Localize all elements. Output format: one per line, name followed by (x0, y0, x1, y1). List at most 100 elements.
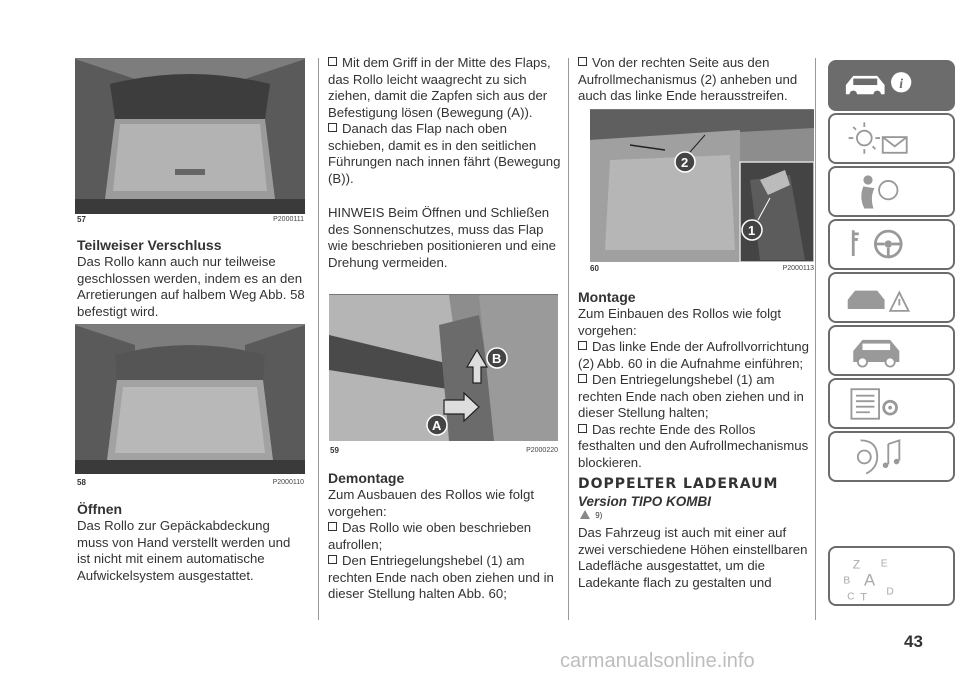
text-line: das Rollo leicht waagrecht zu sich (328, 71, 527, 87)
column-rule-2 (568, 58, 569, 620)
text-line: befestigt wird. (77, 303, 159, 319)
index-letter: E (881, 559, 888, 570)
watermark: carmanualsonline.info (560, 650, 755, 672)
text-line: wie beschrieben positionieren und eine (328, 238, 557, 253)
figure-58-photo (75, 324, 305, 474)
heading-oeffnen: Öffnen (77, 501, 123, 517)
heading-teilweiser-verschluss: Teilweiser Verschluss (77, 237, 222, 253)
index-letter: C (847, 591, 855, 602)
tab-maintenance[interactable] (828, 325, 955, 376)
tab-lights-messages[interactable] (828, 113, 955, 164)
callout-1: 1 (748, 223, 756, 238)
text-line: (2) Abb. 60 in die Aufnahme einführen; (578, 355, 804, 371)
steering-wheel-icon (851, 229, 903, 259)
text-line: ziehen, damit die Zapfen sich aus der (328, 88, 548, 103)
text-line: (B)). (328, 170, 354, 186)
text-line: HINWEIS Beim Öffnen und Schließen (328, 205, 550, 220)
figure-58-number: 58 (77, 478, 86, 487)
paragraph-laderaum: Das Fahrzeug ist auch mit einer auf zwei… (578, 525, 816, 591)
paragraph-demontage: Zum Ausbauen des Rollos wie folgt vorgeh… (328, 487, 568, 603)
bullet-item: Das Rollo wie oben beschrieben (328, 520, 568, 537)
figure-60-number: 60 (590, 264, 599, 273)
text-line: rechten Ende nach oben ziehen und in (578, 388, 804, 404)
alphabetical-index-icon: Z E B A C T D (843, 558, 893, 604)
index-letter: B (843, 575, 850, 586)
text-line: vorgehen: (578, 322, 637, 338)
text-line: Das Fahrzeug ist auch mit einer auf (578, 525, 787, 540)
figure-57-photo (75, 58, 305, 214)
text-line: Ladefläche ausgestattet, um die (578, 558, 765, 573)
paragraph-montage: Zum Einbauen des Rollos wie folgt vorgeh… (578, 306, 816, 471)
callout-a: A (432, 418, 442, 433)
figure-59-photo: B A (329, 294, 558, 441)
reference-note: 9) (580, 510, 602, 520)
tab-multimedia[interactable] (828, 431, 955, 482)
bullet-item: Das linke Ende der Aufrollvorrichtung (578, 339, 816, 356)
paragraph-teilweiser: Das Rollo kann auch nur teilweise geschl… (77, 254, 317, 320)
bullet-item: Mit dem Griff in der Mitte des Flaps, (328, 55, 568, 72)
bullet-item: Den Entriegelungshebel (1) am (578, 372, 816, 389)
reference-number: 9) (595, 511, 603, 520)
text-line: Aufwickelsystem ausgestattet. (77, 567, 254, 583)
text-line: Das Rollo kann auch nur teilweise (77, 254, 276, 269)
figure-57-code: P2000111 (273, 216, 304, 223)
index-letter: A (864, 570, 876, 589)
text-line: Zum Ausbauen des Rollos wie folgt (328, 487, 534, 502)
subheading-version: Version TIPO KOMBI (578, 494, 712, 509)
tab-vehicle-info[interactable]: i (828, 60, 955, 111)
text-line: dieser Stellung halten Abb. 60; (328, 586, 507, 601)
figure-60-code: P2000113 (782, 265, 814, 272)
text-line: rechten Ende nach oben ziehen und in (328, 569, 554, 585)
tab-starting-driving[interactable] (828, 219, 955, 270)
text-line: zwei verschiedene Höhen einstellbaren (578, 541, 808, 557)
figure-59-code: P2000220 (526, 447, 558, 454)
text-line: festhalten und den Aufrollmechanismus (578, 438, 809, 453)
tab-index[interactable]: Z E B A C T D (828, 546, 955, 606)
text-line: schieben, damit es in den seitlichen (328, 137, 537, 153)
figure-57-number: 57 (77, 215, 86, 224)
page-number: 43 (904, 632, 923, 651)
bullet-item: Den Entriegelungshebel (1) am (328, 553, 568, 570)
heading-demontage: Demontage (328, 470, 405, 486)
multimedia-icon (856, 439, 901, 475)
text-line: des Sonnenschutzes, muss das Flap (328, 221, 544, 237)
text-line: aufrollen; (328, 536, 383, 552)
technical-data-icon (850, 388, 898, 420)
bullet-item: Das rechte Ende des Rollos (578, 422, 816, 439)
figure-59-number: 59 (330, 446, 339, 455)
svg-text:i: i (899, 76, 903, 91)
callout-b: B (492, 351, 502, 366)
text-line: dieser Stellung halten; (578, 405, 709, 420)
text-line: Drehung vermeiden. (328, 254, 448, 270)
column-3-top-text: Von der rechten Seite aus den Aufrollmec… (578, 55, 816, 105)
heading-doppelter-laderaum: DOPPELTER LADERAUM (578, 476, 779, 492)
text-line: ist nicht mit einem automatische (77, 551, 265, 566)
column-2-top-text: Mit dem Griff in der Mitte des Flaps, da… (328, 55, 568, 187)
index-letter: T (860, 591, 867, 603)
emergency-car-icon (847, 290, 911, 312)
airbag-icon (861, 175, 899, 209)
text-line: blockieren. (578, 454, 642, 470)
bullet-item: Danach das Flap nach oben (328, 121, 568, 138)
index-letter: D (886, 587, 893, 598)
text-line: Zum Einbauen des Rollos wie folgt (578, 306, 782, 321)
text-line: muss von Hand verstellt werden und (77, 534, 291, 550)
car-maintenance-icon (853, 339, 900, 368)
text-line: Ladekante flach zu gestalten und (578, 574, 772, 590)
heading-montage: Montage (578, 289, 636, 305)
callout-2: 2 (681, 155, 689, 170)
text-line: Befestigung lösen (Bewegung (A)). (328, 104, 533, 120)
text-line: auch das linke Ende herausstreifen. (578, 88, 788, 103)
tab-technical-data[interactable] (828, 378, 955, 429)
tab-emergency[interactable] (828, 272, 955, 323)
warning-icon (580, 510, 590, 519)
text-line: vorgehen: (328, 503, 387, 519)
text-line: Das Rollo zur Gepäckabdeckung (77, 518, 270, 533)
hinweis-note: HINWEIS Beim Öffnen und Schließen des So… (328, 205, 568, 271)
figure-60-photo: 2 1 (590, 109, 814, 262)
bullet-item: Von der rechten Seite aus den (578, 55, 816, 72)
paragraph-oeffnen: Das Rollo zur Gepäckabdeckung muss von H… (77, 518, 317, 584)
text-line: geschlossen werden, indem es an den (77, 270, 303, 286)
index-letter: Z (853, 558, 861, 572)
tab-safety[interactable] (828, 166, 955, 217)
